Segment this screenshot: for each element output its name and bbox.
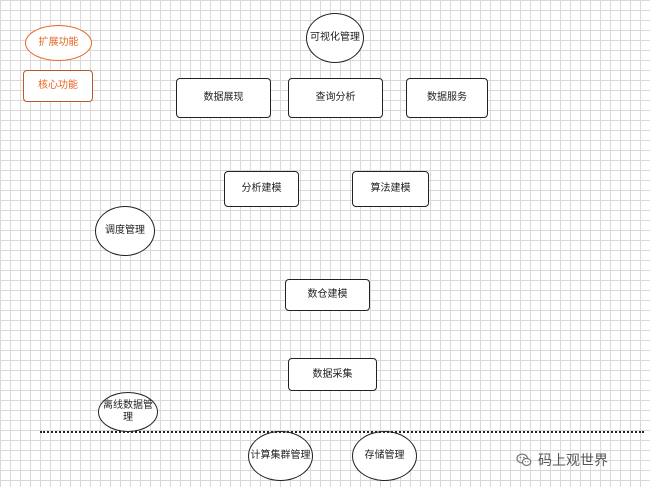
node-data-display: 数据展现: [176, 78, 271, 118]
node-data-collection-label: 数据采集: [312, 368, 353, 380]
node-algorithm-modeling-label: 算法建模: [370, 183, 411, 194]
node-visualization-mgmt: 可视化管理: [306, 13, 364, 63]
node-compute-cluster-mgmt-label: 计算集群管理: [250, 450, 311, 461]
node-algorithm-modeling: 算法建模: [352, 171, 429, 207]
node-warehouse-modeling: 数仓建模: [285, 279, 370, 311]
node-offline-data-mgmt: 离线数据管理: [98, 392, 158, 432]
divider-dotted-line: [40, 431, 644, 433]
legend-core-label: 核心功能: [38, 80, 78, 91]
wechat-icon: [516, 453, 532, 467]
node-scheduling-mgmt-label: 调度管理: [105, 225, 145, 236]
node-storage-mgmt-label: 存储管理: [364, 450, 405, 461]
legend-core-rect: 核心功能: [23, 70, 93, 102]
node-query-analysis-label: 查询分析: [315, 92, 356, 103]
node-storage-mgmt: 存储管理: [352, 431, 417, 481]
watermark-text: 码上观世界: [538, 453, 608, 469]
node-data-display-label: 数据展现: [203, 92, 244, 103]
legend-extension-ellipse: 扩展功能: [25, 25, 92, 61]
node-warehouse-modeling-label: 数仓建模: [307, 289, 348, 300]
node-visualization-mgmt-label: 可视化管理: [310, 32, 360, 43]
watermark: 码上观世界: [516, 450, 608, 470]
node-data-service: 数据服务: [406, 78, 488, 118]
node-data-service-label: 数据服务: [427, 92, 467, 103]
node-analysis-modeling: 分析建模: [224, 171, 299, 207]
node-offline-data-mgmt-label: 离线数据管理: [103, 400, 153, 423]
node-query-analysis: 查询分析: [288, 78, 383, 118]
node-data-collection: 数据采集: [288, 358, 377, 391]
node-analysis-modeling-label: 分析建模: [241, 183, 282, 194]
node-compute-cluster-mgmt: 计算集群管理: [248, 431, 313, 481]
node-scheduling-mgmt: 调度管理: [95, 206, 155, 256]
legend-extension-label: 扩展功能: [38, 37, 79, 48]
